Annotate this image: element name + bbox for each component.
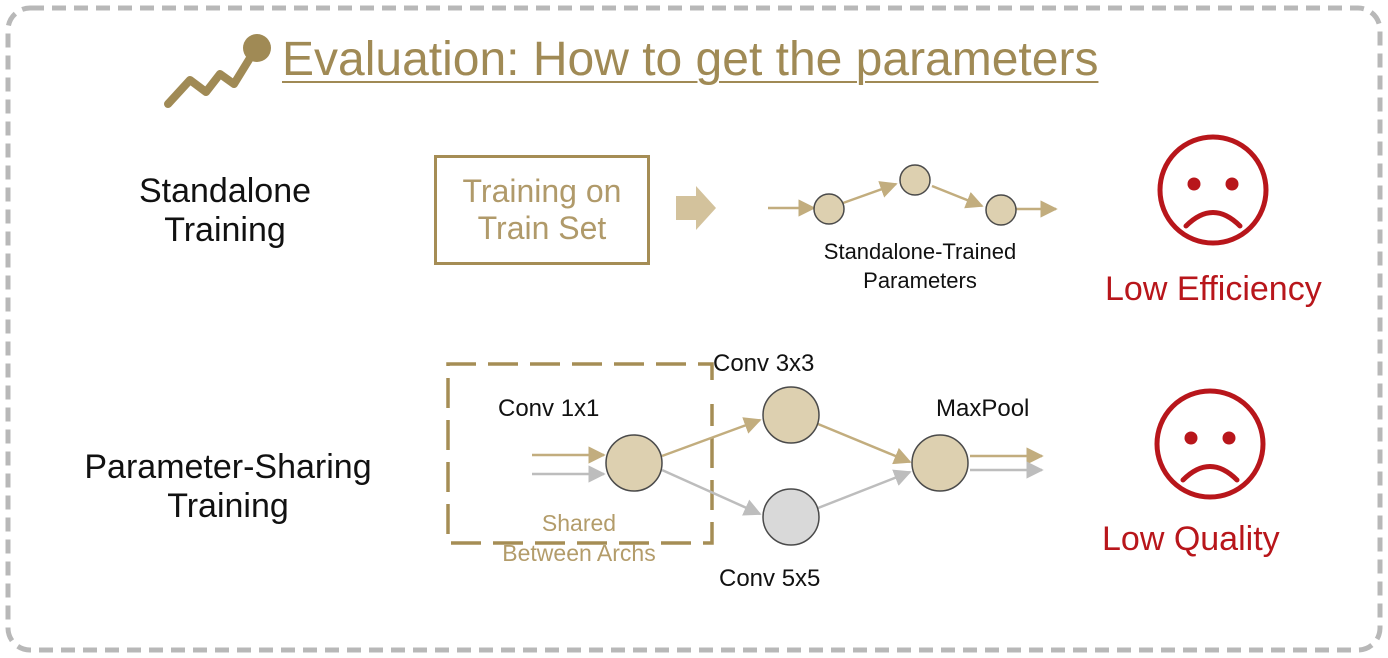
sharing-label-line1: Parameter-Sharing (84, 448, 372, 486)
standalone-row-label: Standalone Training (100, 172, 350, 250)
shared-caption-line1: Shared (541, 510, 617, 536)
training-box-line1: Training on (462, 173, 622, 210)
shared-caption: Shared Between Archs (474, 509, 684, 569)
maxpool-label: MaxPool (936, 395, 1030, 422)
conv1-label: Conv 1x1 (498, 395, 600, 422)
shared-region-outline (446, 362, 714, 545)
standalone-label-line2: Training (164, 211, 286, 250)
trend-line-icon (164, 34, 271, 108)
low-quality-label: Low Quality (1102, 520, 1280, 558)
conv1-node (605, 434, 663, 492)
conv3-label: Conv 3x3 (713, 350, 815, 377)
conv5-label: Conv 5x5 (719, 565, 821, 592)
chain-node (899, 164, 931, 196)
standalone-label-line1: Standalone (138, 172, 312, 210)
shared-caption-line2: Between Archs (502, 539, 656, 566)
outer-frame (5, 5, 1383, 653)
block-arrow-icon (676, 186, 716, 230)
chain-node (985, 194, 1017, 226)
page-title: Evaluation: How to get the parameters (282, 33, 1099, 86)
training-box: Training on Train Set (434, 155, 650, 265)
sad-face-icon (1154, 388, 1266, 500)
chain-node (813, 193, 845, 225)
standalone-caption-line1: Standalone-Trained (823, 239, 1017, 264)
training-box-line2: Train Set (477, 210, 607, 246)
sad-face-icon (1157, 134, 1269, 246)
low-efficiency-label: Low Efficiency (1105, 270, 1322, 308)
sharing-label-line2: Training (167, 487, 289, 526)
sharing-row-label: Parameter-Sharing Training (38, 448, 418, 526)
conv3-node (762, 386, 820, 444)
maxpool-node (911, 434, 969, 492)
conv5-node (762, 488, 820, 546)
standalone-chain (768, 164, 1058, 226)
standalone-caption: Standalone-Trained Parameters (790, 238, 1050, 295)
sharing-graph (532, 386, 1044, 546)
standalone-caption-line2: Parameters (863, 267, 977, 293)
